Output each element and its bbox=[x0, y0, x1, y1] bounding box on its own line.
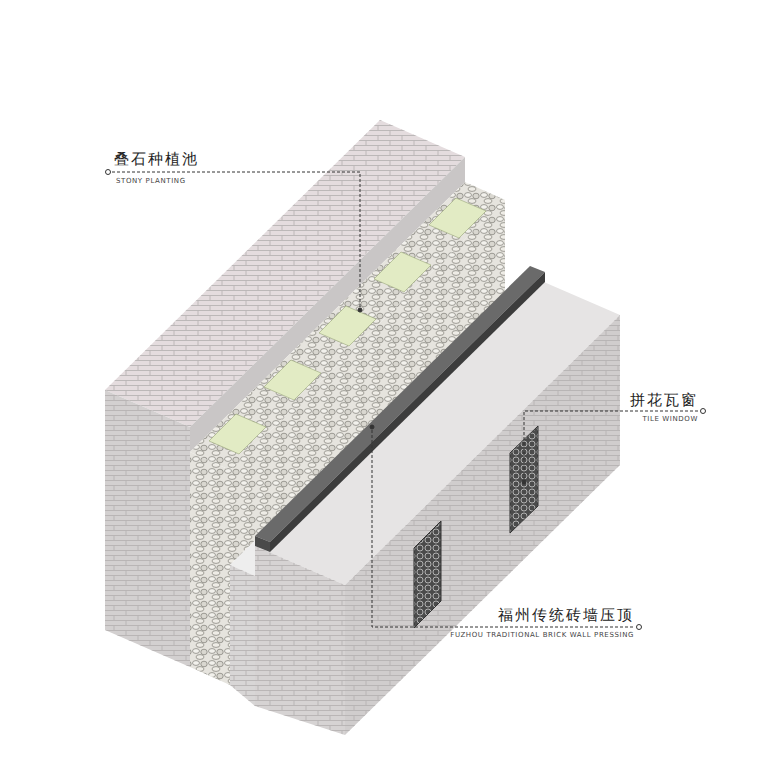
leader-lines bbox=[112, 172, 699, 627]
trough-end bbox=[230, 565, 255, 706]
callout-title: 福州传统砖墙压顶 bbox=[498, 606, 634, 624]
plant-bed bbox=[319, 306, 376, 346]
wall-end-brick bbox=[105, 390, 190, 667]
leader-end bbox=[637, 625, 642, 630]
wall-end bbox=[105, 390, 190, 667]
plant-bed bbox=[429, 198, 486, 238]
low-wall-end bbox=[255, 546, 345, 735]
callout-title: 叠石种植池 bbox=[114, 150, 199, 168]
leader-tip bbox=[522, 480, 526, 484]
plant-bed bbox=[264, 360, 321, 400]
plant-bed bbox=[374, 252, 431, 292]
tile-window bbox=[414, 521, 441, 628]
coping-top bbox=[255, 266, 545, 542]
coping-side bbox=[270, 272, 545, 552]
leader-line bbox=[372, 425, 635, 627]
planter-end bbox=[190, 452, 230, 685]
leader-line bbox=[112, 172, 360, 308]
leader-tip bbox=[358, 308, 362, 312]
plant-bed bbox=[209, 414, 266, 454]
trough-end-brick bbox=[230, 565, 255, 706]
brick-coping bbox=[255, 266, 545, 552]
leader-dots bbox=[106, 170, 706, 630]
leader-line bbox=[524, 411, 699, 480]
leader-tip bbox=[370, 425, 374, 429]
callout-subtitle: STONY PLANTING bbox=[116, 177, 186, 185]
low-wall-end-brick bbox=[255, 546, 345, 735]
callout-title: 拼花瓦窗 bbox=[630, 391, 698, 409]
low-wall-side-brick bbox=[345, 315, 620, 735]
callout-subtitle: TILE WINDOW bbox=[642, 415, 698, 423]
leader-end bbox=[106, 170, 111, 175]
leader-end bbox=[701, 409, 706, 414]
low-wall-side bbox=[345, 315, 620, 735]
callout-subtitle: FUZHOU TRADITIONAL BRICK WALL PRESSING bbox=[450, 631, 634, 639]
coping-end bbox=[255, 536, 270, 552]
